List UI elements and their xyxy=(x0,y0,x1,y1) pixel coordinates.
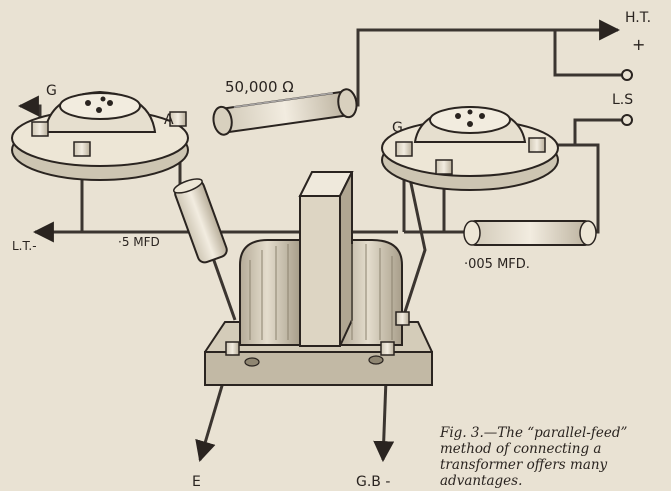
ls-terminal-top xyxy=(621,69,633,81)
label-gb-minus: G.B - xyxy=(356,474,390,490)
label-resistor: 50,000 Ω xyxy=(225,78,294,96)
wire-ht xyxy=(350,19,621,107)
label-cap-005: ·005 MFD. xyxy=(464,257,530,272)
wire-g-tx xyxy=(401,149,427,319)
capacitor-005mfd xyxy=(463,220,597,246)
label-e: E xyxy=(192,474,201,490)
label-ht: H.T. xyxy=(625,10,651,26)
label-a: A xyxy=(164,112,174,128)
figure-caption: Fig. 3.—The “parallel-feed” method of co… xyxy=(440,425,628,489)
wire-ls-top xyxy=(553,30,622,77)
transformer xyxy=(204,171,433,386)
wire-005-right xyxy=(575,143,600,234)
capacitor-5mfd xyxy=(172,178,228,264)
ls-terminal-bottom xyxy=(621,114,633,126)
resistor-50000 xyxy=(212,88,358,136)
label-g-left: G xyxy=(46,83,57,99)
label-ls: L.S xyxy=(612,92,633,108)
left-valve-holder xyxy=(11,90,189,181)
label-ht-plus: + xyxy=(632,35,645,54)
label-lt-minus: L.T.- xyxy=(12,239,37,253)
label-g-right: G xyxy=(392,120,403,136)
label-cap-5: ·5 MFD xyxy=(118,235,160,249)
right-valve-holder xyxy=(381,105,559,191)
wire-cap-tx xyxy=(210,254,237,321)
